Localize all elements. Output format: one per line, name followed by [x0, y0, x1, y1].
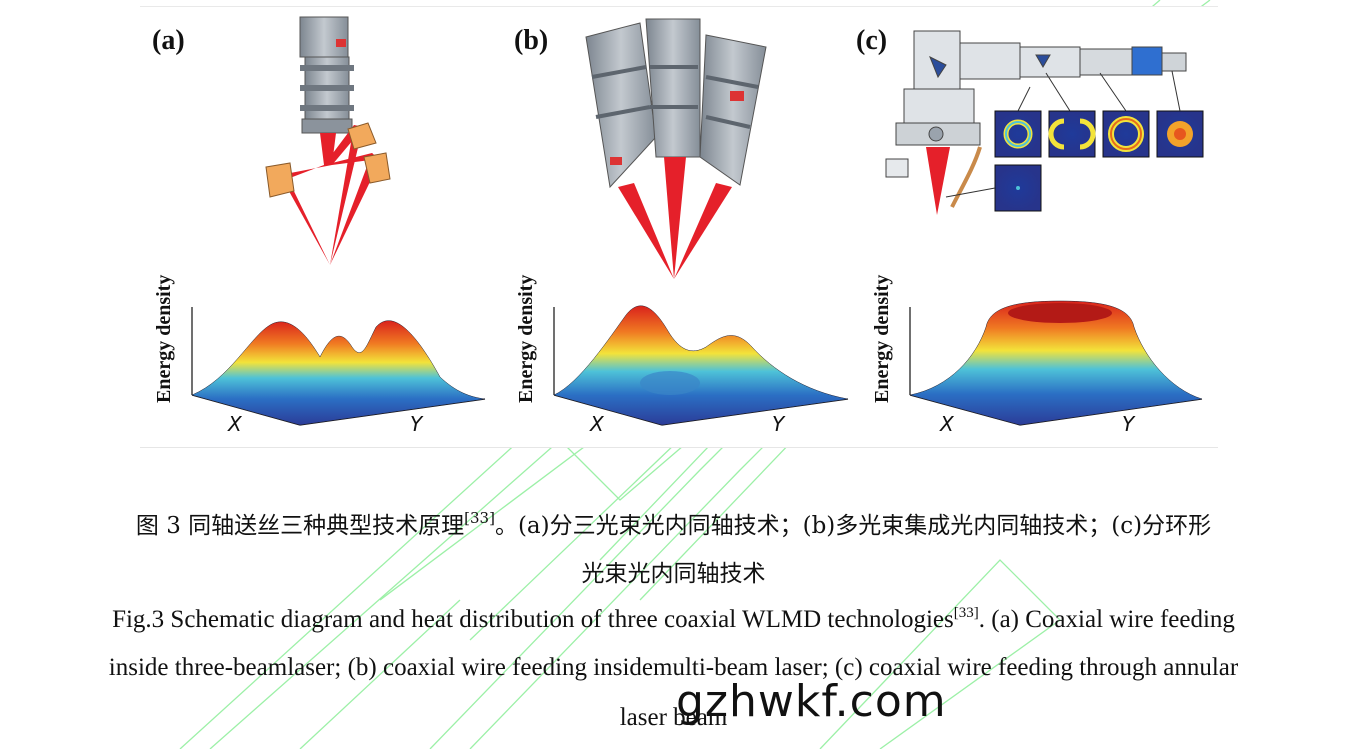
panel-c: (c)	[856, 25, 1204, 436]
panel-b: (b)	[514, 18, 849, 436]
caption-cn-text-2: 。(a)分三光束光内同轴技术；(b)多光束集成光内同轴技术；(c)分环形	[494, 513, 1212, 539]
panel-a-label: (a)	[152, 25, 185, 56]
surface-b-center-peak	[640, 371, 700, 395]
panel-c-yaxis: Y	[1122, 412, 1136, 436]
beam-profile-ring-1	[994, 110, 1042, 158]
panel-b-xaxis: X	[589, 412, 605, 436]
beam-profiles	[994, 110, 1204, 212]
figure: (a)	[140, 6, 1218, 448]
panel-a-ylabel: Energy density	[153, 275, 175, 403]
energy-surface-c	[909, 300, 1203, 426]
panel-a: (a)	[152, 16, 486, 436]
panel-c-xaxis: X	[939, 412, 955, 436]
figure-canvas: (a)	[152, 16, 1204, 436]
mirrors-a-icon	[265, 122, 391, 198]
caption-cn-line1: 图 3 同轴送丝三种典型技术原理[33]。(a)分三光束光内同轴技术；(b)多光…	[0, 506, 1347, 540]
panel-b-ylabel: Energy density	[515, 275, 537, 403]
caption-cn-ref: [33]	[464, 509, 495, 527]
laser-beams-a	[280, 125, 380, 265]
beam-profile-split-ring	[1048, 110, 1096, 158]
laser-beam-c	[926, 147, 950, 215]
panel-c-label: (c)	[856, 25, 887, 56]
panel-a-yaxis: Y	[410, 412, 424, 436]
caption-en-line3: laser beam	[619, 704, 728, 731]
panel-c-ylabel: Energy density	[871, 275, 893, 403]
caption-cn-line2: 光束光内同轴技术	[581, 561, 766, 587]
caption-en-line1: Fig.3 Schematic diagram and heat distrib…	[0, 606, 1347, 634]
site-watermark: gzhwkf.com	[676, 676, 947, 727]
caption-en-text-1: Fig.3 Schematic diagram and heat distrib…	[112, 606, 954, 633]
panel-b-label: (b)	[514, 25, 548, 56]
caption-en-text-2: . (a) Coaxial wire feeding	[978, 606, 1235, 633]
energy-surface-a	[191, 320, 486, 426]
panel-b-yaxis: Y	[772, 412, 786, 436]
caption-cn-text-1: 图 3 同轴送丝三种典型技术原理	[135, 513, 465, 539]
laser-head-a-icon	[299, 16, 354, 134]
surface-c-crater	[1008, 303, 1112, 323]
caption-en-line2: inside three-beamlaser; (b) coaxial wire…	[108, 654, 1239, 681]
laser-head-c-icon	[885, 30, 1187, 208]
laser-head-b-icon	[585, 18, 767, 189]
laser-beams-b	[618, 157, 732, 279]
energy-surface-b	[553, 305, 849, 426]
caption-en-ref: [33]	[953, 605, 979, 621]
profile-leaders	[945, 70, 1181, 198]
panel-a-xaxis: X	[227, 412, 243, 436]
